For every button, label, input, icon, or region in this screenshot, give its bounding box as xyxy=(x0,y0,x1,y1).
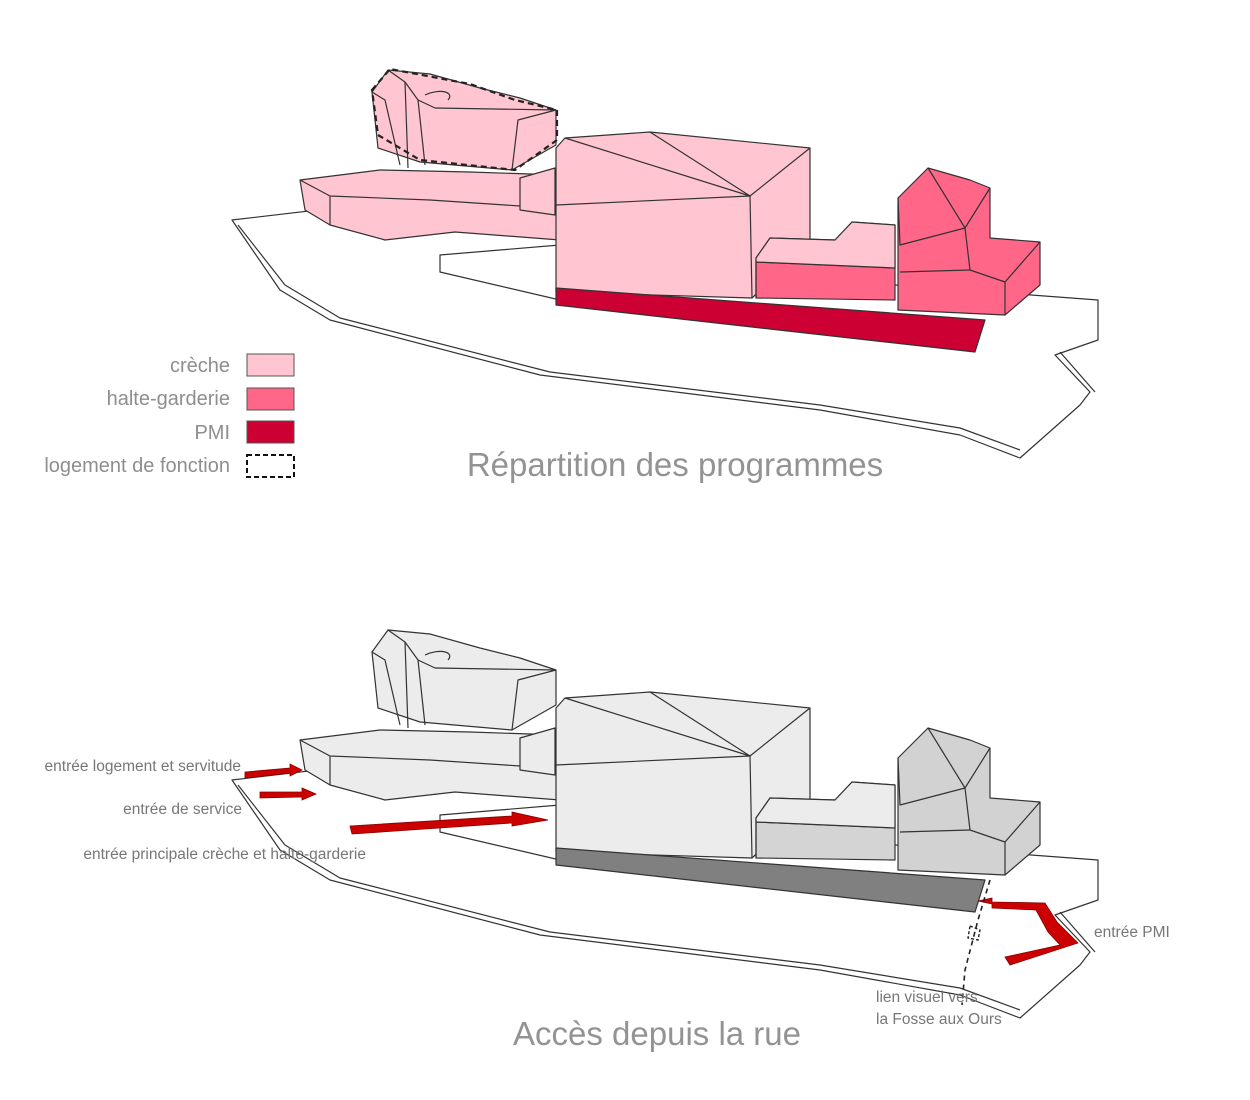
visual-link-marker xyxy=(967,925,981,941)
bottom-diagram xyxy=(231,629,1099,1019)
label-visual-link-1: lien visuel vers xyxy=(876,989,978,1006)
legend-label-pmi: PMI xyxy=(194,422,230,444)
creche-mid-top xyxy=(755,221,896,299)
legend-swatch-creche xyxy=(246,353,295,377)
top-diagram xyxy=(231,67,1099,459)
arrow-entree-logement xyxy=(244,763,303,779)
arrow-entree-pmi xyxy=(977,897,1079,966)
label-visual-link-2: la Fosse aux Ours xyxy=(876,1011,1002,1028)
label-entree-principale: entrée principale crèche et halte-garder… xyxy=(83,846,366,863)
arrow-entree-service xyxy=(259,787,318,801)
label-entree-logement: entrée logement et servitude xyxy=(45,758,241,775)
title-repartition: Répartition des programmes xyxy=(467,446,883,483)
title-acces: Accès depuis la rue xyxy=(513,1015,801,1052)
grey-right-volume xyxy=(897,727,1041,876)
label-entree-pmi: entrée PMI xyxy=(1094,924,1170,941)
legend-swatch-logement xyxy=(246,454,295,478)
legend-swatch-halte xyxy=(246,387,295,411)
legend-label-creche: crèche xyxy=(170,355,230,377)
visual-link-line xyxy=(961,879,991,1006)
grey-mid-top xyxy=(755,781,896,859)
logement-dashed-outline xyxy=(370,67,559,172)
legend-label-halte: halte-garderie xyxy=(107,388,230,410)
label-entree-service: entrée de service xyxy=(123,801,242,818)
arrow-entree-principale xyxy=(349,811,549,835)
legend: crèche halte-garderie PMI logement de fo… xyxy=(44,353,295,478)
halte-right-volume xyxy=(897,167,1041,316)
legend-swatch-pmi xyxy=(246,420,295,444)
legend-label-logement: logement de fonction xyxy=(44,455,230,477)
